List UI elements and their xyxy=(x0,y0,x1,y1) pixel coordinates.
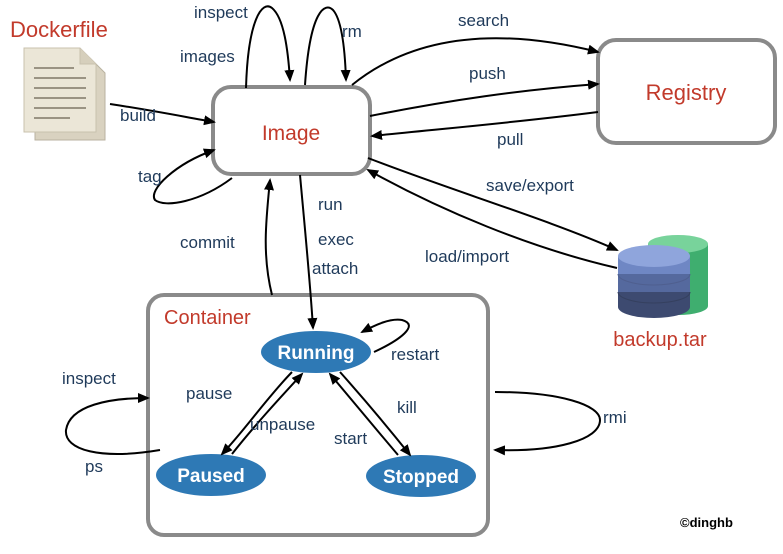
dockerfile-label: Dockerfile xyxy=(10,17,108,42)
rm-label: rm xyxy=(342,22,362,41)
rmi-arrow xyxy=(493,391,602,456)
restart-arrow xyxy=(360,318,410,353)
images-label: images xyxy=(180,47,235,66)
start-label: start xyxy=(334,429,367,448)
running-label: Running xyxy=(277,343,354,364)
document-icon xyxy=(23,47,106,141)
inspect-image-label: inspect xyxy=(194,3,248,22)
paused-label: Paused xyxy=(177,466,245,487)
inspect-container-label: inspect xyxy=(62,369,116,388)
database-icon xyxy=(617,235,708,318)
pull-arrow xyxy=(370,111,599,140)
container-label: Container xyxy=(164,307,251,329)
registry-box xyxy=(596,38,777,145)
image-box xyxy=(211,85,372,176)
tag-label: tag xyxy=(138,167,162,186)
push-arrow xyxy=(369,79,600,117)
stopped-state xyxy=(364,453,478,499)
start-arrow xyxy=(328,372,399,456)
rmi-label: rmi xyxy=(603,408,627,427)
tag-arrow xyxy=(152,148,233,205)
copyright-label: ©dinghb xyxy=(680,515,733,530)
stopped-label: Stopped xyxy=(383,467,459,488)
build-arrow xyxy=(109,103,216,126)
kill-arrow xyxy=(339,371,412,457)
run-arrow xyxy=(299,174,318,330)
backup-label: backup.tar xyxy=(613,329,707,351)
load-import-label: load/import xyxy=(425,247,509,266)
running-state xyxy=(259,329,373,375)
unpause-label: unpause xyxy=(250,415,315,434)
pull-label: pull xyxy=(497,130,523,149)
load-import-arrow xyxy=(366,169,618,269)
restart-label: restart xyxy=(391,345,439,364)
paused-state xyxy=(154,452,268,498)
commit-label: commit xyxy=(180,233,235,252)
save-export-arrow xyxy=(367,157,619,251)
save-export-label: save/export xyxy=(486,176,574,195)
image-label: Image xyxy=(262,122,320,145)
registry-label: Registry xyxy=(646,80,727,105)
commit-arrow xyxy=(264,178,274,296)
run-label: run xyxy=(318,195,343,214)
build-label: build xyxy=(120,106,156,125)
search-arrow xyxy=(351,37,600,86)
inspect-images-arrow xyxy=(245,5,295,89)
kill-label: kill xyxy=(397,398,417,417)
attach-label: attach xyxy=(312,259,358,278)
exec-label: exec xyxy=(318,230,354,249)
ps-label: ps xyxy=(85,457,103,476)
rm-arrow xyxy=(304,6,351,86)
unpause-arrow xyxy=(231,372,304,455)
search-label: search xyxy=(458,11,509,30)
pause-arrow xyxy=(220,371,293,456)
pause-label: pause xyxy=(186,384,232,403)
push-label: push xyxy=(469,64,506,83)
inspect-ps-arrow xyxy=(64,393,161,455)
